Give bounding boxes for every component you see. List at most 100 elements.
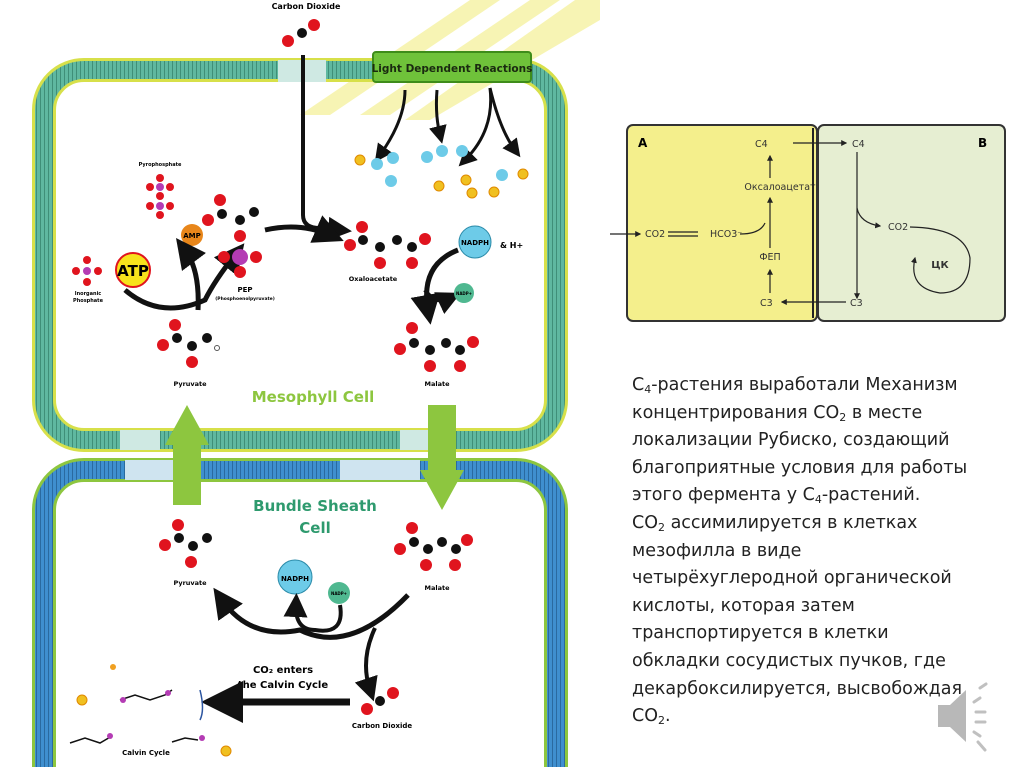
text-segment: C bbox=[632, 375, 645, 395]
text-line: этого фермента у C4-растений. bbox=[632, 482, 1012, 510]
oxaloacetate-label: Oxaloacetate bbox=[349, 275, 398, 283]
svg-text:AMP: AMP bbox=[183, 232, 201, 240]
text-segment: этого фермента у C bbox=[632, 485, 815, 506]
text-line: кислоты, которая затем bbox=[632, 593, 1012, 621]
svg-text:NADPH: NADPH bbox=[461, 239, 489, 247]
text-segment: концентрирования CO bbox=[632, 402, 840, 423]
pyruvate-molecule bbox=[157, 319, 220, 368]
text-segment: транспортируется в клетки bbox=[632, 623, 889, 644]
text-segment: CO bbox=[632, 706, 658, 727]
c4-b-label: C4 bbox=[852, 139, 865, 150]
nadp-badge: NADP+ bbox=[454, 283, 474, 303]
text-line: CO2 ассимилируется в клетках bbox=[632, 510, 1012, 538]
malate-molecule-bundle bbox=[394, 522, 473, 571]
malate-molecule bbox=[394, 322, 479, 372]
text-line: C4-растения выработали Механизм bbox=[632, 372, 1012, 400]
oxaloacetate-molecule bbox=[344, 221, 431, 269]
energy-carriers bbox=[354, 145, 529, 199]
svg-text:NADP+: NADP+ bbox=[456, 291, 472, 296]
svg-text:ATP: ATP bbox=[117, 262, 149, 280]
carbon-dioxide-bottom-label: Carbon Dioxide bbox=[352, 722, 412, 730]
c4-scheme: A B C4 C4 Оксалоацетат CO2 HCO3⁻ ФЕП C3 … bbox=[610, 124, 1006, 322]
text-line: концентрирования CO2 в месте bbox=[632, 400, 1012, 428]
panel-b-label: B bbox=[978, 136, 987, 150]
pyrophosphate-label: Pyrophosphate bbox=[139, 162, 182, 168]
text-segment: благоприятные условия для работы bbox=[632, 457, 968, 478]
text-line: благоприятные условия для работы bbox=[632, 455, 1012, 483]
pep-full-label: (Phosphoenolpyruvate) bbox=[215, 296, 275, 302]
panel-b bbox=[817, 124, 1006, 322]
panel-a-label: A bbox=[638, 136, 648, 150]
c3-b-label: C3 bbox=[850, 298, 863, 309]
text-segment: обкладки сосудистых пучков, где bbox=[632, 650, 946, 671]
text-segment: CO bbox=[632, 512, 658, 533]
co2-molecule bbox=[282, 19, 320, 47]
pep-scheme-label: ФЕП bbox=[759, 252, 780, 263]
malate-label-bundle: Malate bbox=[425, 584, 451, 592]
carbon-dioxide-label: Carbon Dioxide bbox=[272, 2, 341, 11]
text-segment: четырёхуглеродной органической bbox=[632, 568, 952, 589]
pep-label: PEP bbox=[237, 286, 252, 294]
pyruvate-transport-arrow bbox=[165, 405, 209, 505]
pep-molecule bbox=[202, 194, 262, 278]
panel-a bbox=[626, 124, 818, 322]
text-segment: . bbox=[665, 706, 671, 727]
inorganic-phosphate-molecule bbox=[72, 256, 102, 286]
text-segment: ассимилируется в клетках bbox=[665, 512, 918, 533]
svg-text:NADPH: NADPH bbox=[281, 575, 309, 583]
inorganic-phosphate-label-2: Phosphate bbox=[73, 298, 104, 304]
calvin-cycle-label: Calvin Cycle bbox=[122, 749, 170, 757]
subscript: 2 bbox=[658, 714, 665, 728]
text-segment: мезофилла в виде bbox=[632, 540, 802, 561]
h-plus-label: & H+ bbox=[500, 241, 523, 250]
text-segment: локализации Рубиско, создающий bbox=[632, 430, 950, 451]
pyruvate-label-bundle: Pyruvate bbox=[173, 579, 207, 587]
text-line: четырёхуглеродной органической bbox=[632, 565, 1012, 593]
inorganic-phosphate-label: Inorganic bbox=[75, 291, 102, 297]
nadph-badge: NADPH bbox=[458, 225, 492, 259]
text-line: локализации Рубиско, создающий bbox=[632, 427, 1012, 455]
subscript: 4 bbox=[644, 383, 652, 396]
pyruvate-label: Pyruvate bbox=[173, 380, 207, 388]
c4-a-label: C4 bbox=[755, 139, 768, 150]
krebs-cycle-label: ЦК bbox=[931, 260, 949, 271]
subscript: 4 bbox=[814, 493, 822, 507]
c4-pathway-diagram: Carbon Dioxide Light Dependent Reactions… bbox=[32, 0, 600, 767]
pyrophosphate-molecule bbox=[146, 174, 174, 219]
malate-transport-arrow bbox=[420, 405, 464, 510]
bundle-sheath-label-2: Cell bbox=[299, 519, 330, 537]
atp-badge: ATP bbox=[115, 252, 151, 288]
co2-molecule-bundle bbox=[361, 687, 399, 715]
oxaloacetate-scheme-label: Оксалоацетат bbox=[744, 182, 816, 193]
c3-a-label: C3 bbox=[760, 298, 773, 309]
hco3-label: HCO3⁻ bbox=[710, 229, 742, 240]
bundle-sheath-label: Bundle Sheath bbox=[253, 497, 377, 515]
subscript: 2 bbox=[839, 410, 847, 424]
svg-text:Light Dependent Reactions: Light Dependent Reactions bbox=[372, 63, 533, 75]
co2-b-label: CO2 bbox=[888, 222, 908, 233]
text-line: декарбоксилируется, высвобождая bbox=[632, 676, 1012, 704]
text-segment: в месте bbox=[846, 402, 923, 423]
text-line: CO2. bbox=[632, 703, 1012, 731]
text-segment: -растений. bbox=[821, 485, 921, 506]
malate-label: Malate bbox=[425, 380, 451, 388]
text-line: мезофилла в виде bbox=[632, 538, 1012, 566]
pyruvate-molecule-bundle bbox=[159, 519, 212, 568]
text-segment: декарбоксилируется, высвобождая bbox=[632, 678, 962, 699]
co2-enters-label: CO₂ enters bbox=[253, 665, 313, 676]
svg-text:NADP+: NADP+ bbox=[331, 591, 347, 596]
calvin-cycle-molecules bbox=[69, 664, 232, 757]
light-dependent-reactions-box: Light Dependent Reactions bbox=[372, 51, 533, 83]
co2-a-label: CO2 bbox=[645, 229, 665, 240]
text-segment: кислоты, которая затем bbox=[632, 595, 855, 616]
speaker-icon[interactable] bbox=[930, 680, 1000, 755]
amp-badge: AMP bbox=[181, 224, 203, 246]
nadp-badge-bundle: NADP+ bbox=[328, 582, 350, 604]
mesophyll-cell-label: Mesophyll Cell bbox=[252, 388, 375, 406]
text-line: транспортируется в клетки bbox=[632, 620, 1012, 648]
text-segment: -растения выработали Механизм bbox=[651, 375, 958, 395]
text-line: обкладки сосудистых пучков, где bbox=[632, 648, 1012, 676]
nadph-badge-bundle: NADPH bbox=[277, 559, 313, 595]
subscript: 2 bbox=[658, 520, 665, 534]
